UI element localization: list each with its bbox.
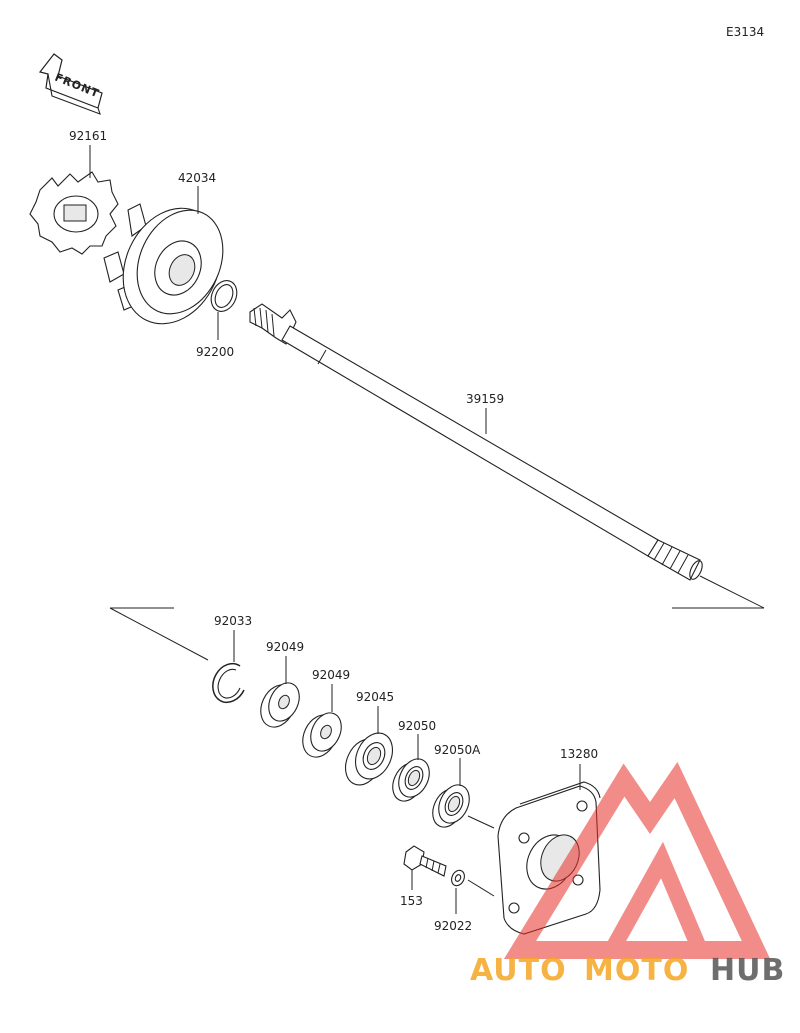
watermark-text-auto: AUTO [470,953,567,988]
drive-shaft-part [249,303,703,581]
label-42034: 42034 [178,171,216,185]
oil-seal-part-a [432,784,470,828]
label-92049-a: 92049 [266,640,304,654]
washer-part-b [302,712,342,758]
coupling-part [103,203,224,325]
diagram-code: E3134 [726,25,764,39]
bolt-part [403,845,447,877]
front-arrow-icon: FRONT [38,53,103,115]
label-39159: 39159 [466,392,504,406]
label-92033: 92033 [214,614,252,628]
watermark-text-hub: HUB [710,953,785,988]
watermark-logo [503,761,771,959]
label-92022: 92022 [434,919,472,933]
label-92200: 92200 [196,345,234,359]
bearing-holder-part [497,781,601,935]
bearing-part [345,732,393,786]
small-washer-part [451,869,465,887]
label-92045: 92045 [356,690,394,704]
o-ring-part [210,280,238,312]
label-153: 153 [400,894,423,908]
watermark-text-moto: MOTO [584,953,689,988]
label-92050: 92050 [398,719,436,733]
oil-seal-part [392,758,430,802]
label-92049-b: 92049 [312,668,350,682]
label-13280: 13280 [560,747,598,761]
damper-part [29,171,119,255]
label-92050a: 92050A [434,743,481,757]
washer-part-a [260,682,300,728]
circlip-part [212,662,245,704]
label-92161: 92161 [69,129,107,143]
